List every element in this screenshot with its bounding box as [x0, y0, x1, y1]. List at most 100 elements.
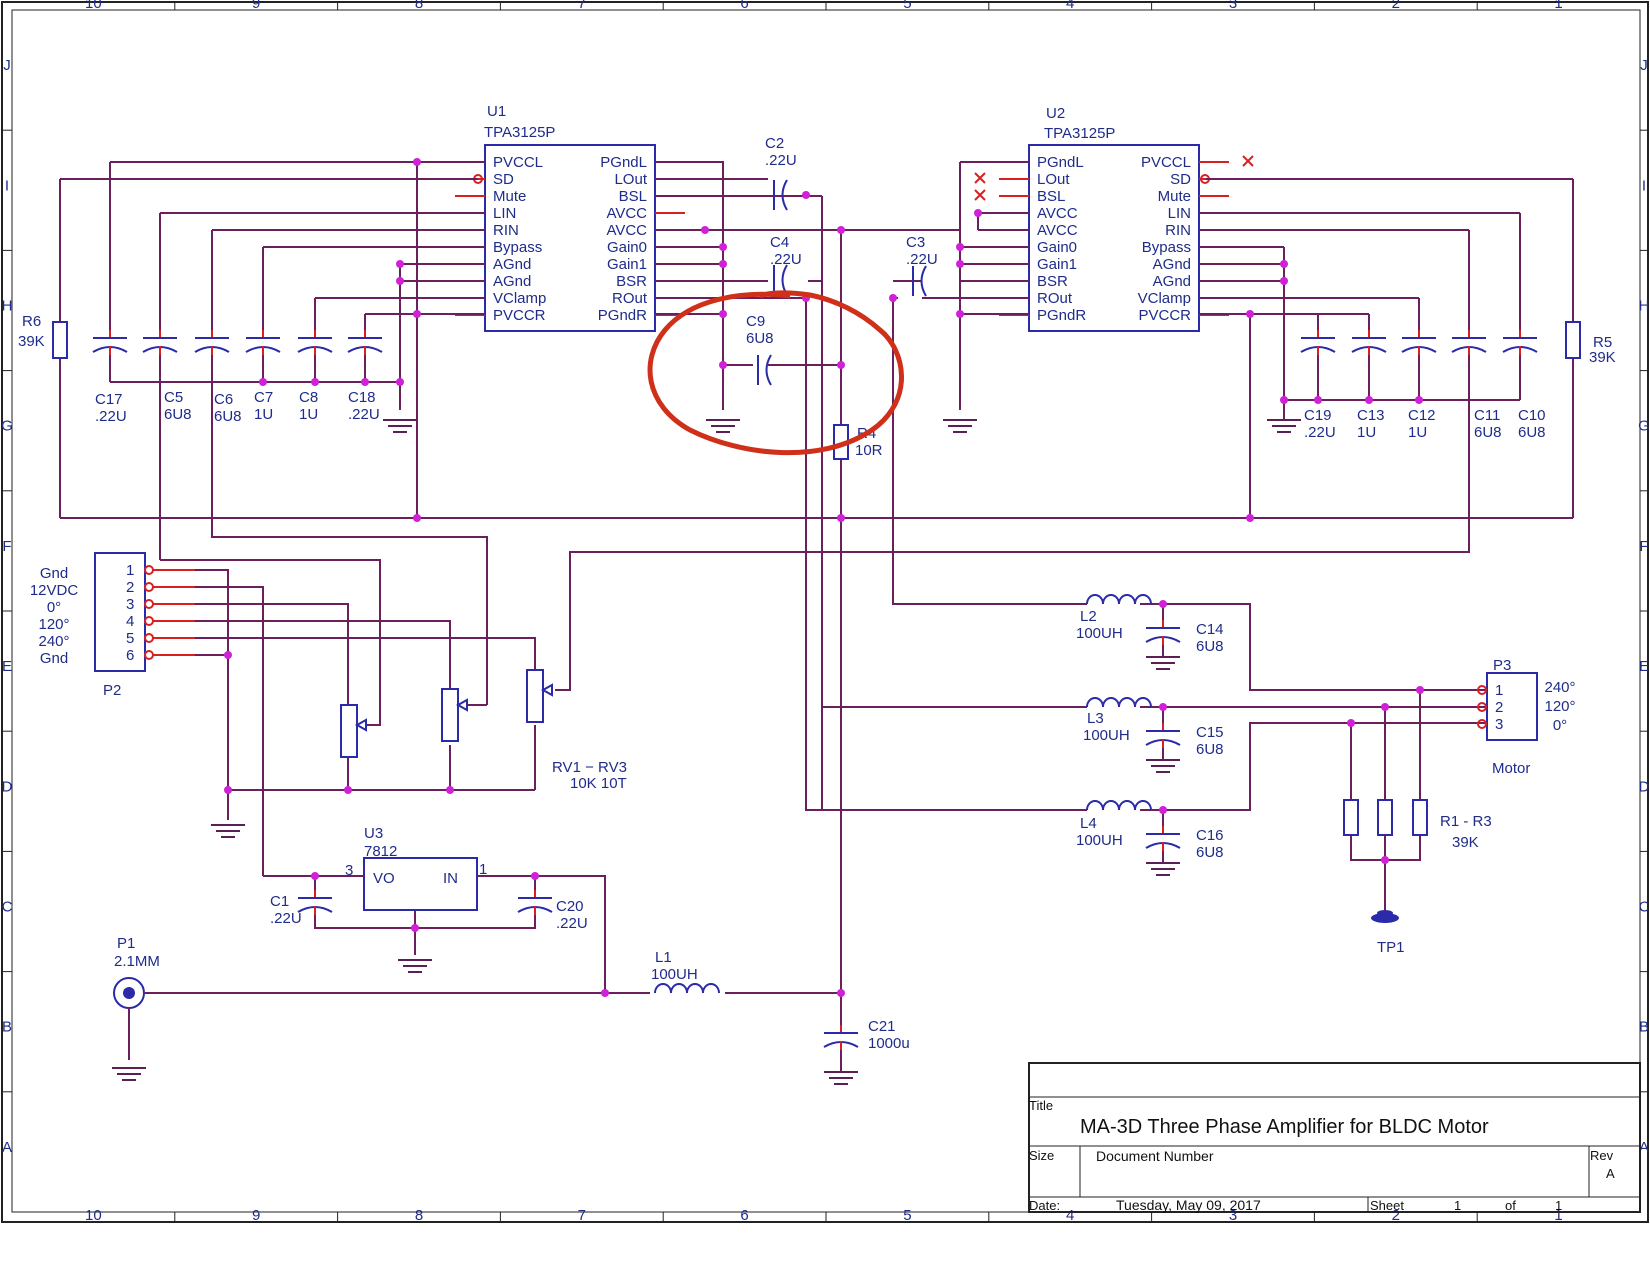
junction-dot: [259, 378, 267, 386]
u1-left-pin-5: Bypass: [493, 239, 542, 256]
junction-dot: [1381, 856, 1389, 864]
ground-icon: [824, 1071, 858, 1085]
border-col-bottom-8: 2: [1392, 1207, 1400, 1224]
border-col-top-5: 5: [903, 0, 911, 12]
u3-in-label: IN: [443, 870, 458, 887]
u1-right-pin-2: BSL: [619, 188, 647, 205]
border-col-bottom-9: 1: [1554, 1207, 1562, 1224]
junction-dot: [1280, 260, 1288, 268]
c1-capacitor-ref: C1: [270, 893, 289, 910]
junction-dot: [719, 260, 727, 268]
ground-symbols: [112, 400, 1301, 1085]
c20-capacitor: C20.22U: [517, 890, 588, 932]
p1-ref: P1: [117, 935, 135, 952]
rv3-wiper: [540, 683, 553, 697]
junction-dot: [837, 989, 845, 997]
r4-value: 10R: [855, 442, 883, 459]
l3-inductor-value: 100UH: [1083, 727, 1130, 744]
u1-left-pin-9: PVCCR: [493, 307, 546, 324]
p1-value: 2.1MM: [114, 953, 160, 970]
border-col-bottom-1: 9: [252, 1207, 260, 1224]
border-row-right-6: D: [1639, 778, 1650, 795]
u2-right-pin-5: Bypass: [1142, 239, 1191, 256]
u3-vo-label: VO: [373, 870, 395, 887]
junction-dot: [311, 378, 319, 386]
u1-ic: U1 TPA3125P PVCCLSDMuteLINRINBypassAGndA…: [455, 103, 685, 332]
cap-right-3-value: 6U8: [1474, 424, 1502, 441]
border-col-top-8: 2: [1392, 0, 1400, 12]
of-label: of: [1505, 1198, 1516, 1213]
u2-left-pin-4: AVCC: [1037, 222, 1078, 239]
junction-dot: [411, 924, 419, 932]
u1-left-pin-1: SD: [493, 171, 514, 188]
cap-left-3-value: 1U: [254, 406, 273, 423]
p3-pin-number-1: 2: [1495, 699, 1503, 716]
border-col-top-1: 9: [252, 0, 260, 12]
c3-capacitor-ref: C3: [906, 234, 925, 251]
r6-body: [52, 321, 68, 359]
ground-icon: [211, 824, 245, 838]
date-value: Tuesday, May 09, 2017: [1116, 1197, 1261, 1213]
junction-dot: [956, 243, 964, 251]
c15-capacitor-value: 6U8: [1196, 741, 1224, 758]
cap-left-5-ref: C18: [348, 389, 376, 406]
p2-pin-label-4: 240°: [38, 633, 69, 650]
border-row-left-3: G: [1, 418, 13, 435]
l4-inductor-ref: L4: [1080, 815, 1097, 832]
border-col-bottom-4: 6: [740, 1207, 748, 1224]
cap-left-4-ref: C8: [299, 389, 318, 406]
u1-ref: U1: [487, 103, 506, 120]
border-row-left-6: D: [2, 778, 13, 795]
border-col-bottom-3: 7: [578, 1207, 586, 1224]
junction-dot: [1365, 396, 1373, 404]
u1-left-pin-3: LIN: [493, 205, 516, 222]
u3-ref: U3: [364, 825, 383, 842]
cap-right-1-value: 1U: [1357, 424, 1376, 441]
r6-value: 39K: [18, 333, 45, 350]
u1-right-pin-0: PGndL: [600, 154, 647, 171]
ground-icon: [1146, 656, 1180, 670]
junction-dot: [719, 310, 727, 318]
red-circle-annotation: [647, 290, 904, 456]
u2-left-pin-0: PGndL: [1037, 154, 1084, 171]
u2-part: TPA3125P: [1044, 125, 1115, 142]
cap-left-0-value: .22U: [95, 408, 127, 425]
cap-left-1-value: 6U8: [164, 406, 192, 423]
u1-right-pin-5: Gain0: [607, 239, 647, 256]
u2-left-pin-2: BSL: [1037, 188, 1065, 205]
junction-dot: [1246, 310, 1254, 318]
potentiometers: RV1 − RV3 10K 10T: [340, 669, 627, 792]
border-row-right-4: F: [1639, 538, 1648, 555]
border-col-bottom-5: 5: [903, 1207, 911, 1224]
p2-pin-label-3: 120°: [38, 616, 69, 633]
c4-capacitor-ref: C4: [770, 234, 789, 251]
c2-capacitor: C2.22U: [765, 135, 797, 211]
u1-right-pin-6: Gain1: [607, 256, 647, 273]
pots-value: 10K 10T: [570, 775, 627, 792]
junction-dot: [1159, 806, 1167, 814]
title-block: Title MA-3D Three Phase Amplifier for BL…: [1028, 1062, 1641, 1213]
u1-right-pin-4: AVCC: [606, 222, 647, 239]
junction-dot: [1159, 703, 1167, 711]
c3-capacitor: C3.22U: [906, 234, 938, 297]
border-row-right-2: H: [1639, 298, 1650, 315]
tp1-ref: TP1: [1377, 939, 1405, 956]
size-label: Size: [1029, 1148, 1054, 1163]
p3-pin-number-0: 1: [1495, 682, 1503, 699]
junction-dot: [1347, 719, 1355, 727]
cap-left-4-value: 1U: [299, 406, 318, 423]
document-number-label: Document Number: [1096, 1148, 1214, 1164]
cap-right-4-value: 6U8: [1518, 424, 1546, 441]
border-col-top-6: 4: [1066, 0, 1074, 12]
ground-icon: [1146, 759, 1180, 773]
sheet-label: Sheet: [1370, 1198, 1404, 1213]
date-label: Date:: [1029, 1198, 1060, 1213]
